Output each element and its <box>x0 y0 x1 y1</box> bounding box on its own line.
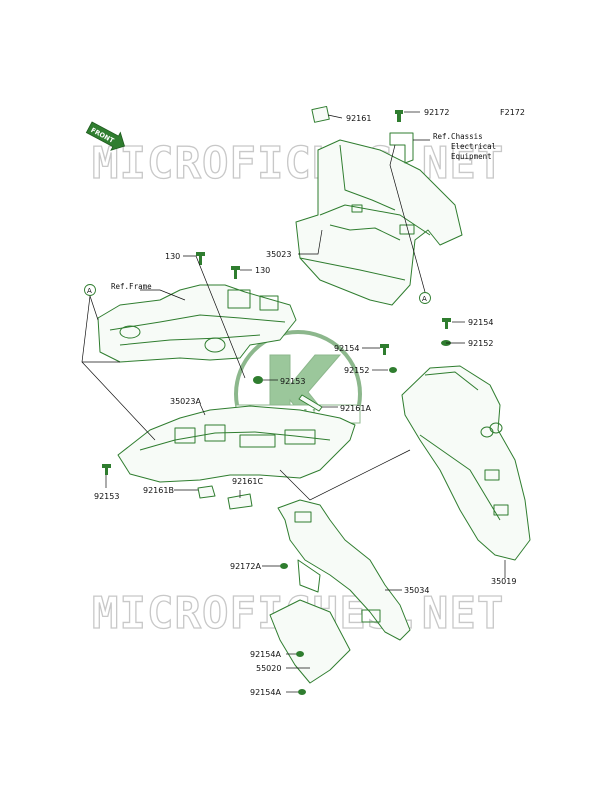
fastener-92154-mid <box>380 344 389 355</box>
label-92153-left: 92153 <box>94 492 119 501</box>
ref-chassis-label-2: Electrical <box>451 142 496 151</box>
part-35023A-tray <box>117 405 356 483</box>
part-35023-cover <box>295 139 463 306</box>
ref-chassis-label-3: Equipment <box>451 152 492 161</box>
label-92161B: 92161B <box>143 486 174 495</box>
fastener-92154-right <box>442 318 451 329</box>
label-92154A-top: 92154A <box>250 650 281 659</box>
label-92154-mid: 92154 <box>334 344 359 353</box>
fastener-130-left <box>196 252 205 265</box>
label-35023: 35023 <box>266 250 291 259</box>
ref-chassis-bracket <box>389 132 414 164</box>
figure-code: F2172 <box>500 108 525 117</box>
part-92161B-pad <box>197 485 216 499</box>
ref-marker-a-right: A <box>419 292 431 304</box>
label-92153-mid: 92153 <box>280 377 305 386</box>
fastener-130-right <box>231 266 240 279</box>
label-130-left: 130 <box>165 252 180 261</box>
label-35034: 35034 <box>404 586 429 595</box>
part-92172-screw <box>395 110 403 122</box>
part-92161A-strip <box>298 394 323 412</box>
fastener-92152-mid <box>389 367 397 373</box>
leader-lines <box>81 111 506 693</box>
label-35023A: 35023A <box>170 397 201 406</box>
part-rear-frame <box>97 284 297 363</box>
fastener-92154A-bot <box>298 689 306 695</box>
label-92172A: 92172A <box>230 562 261 571</box>
label-35019: 35019 <box>491 577 516 586</box>
part-92161C-pad <box>227 493 253 510</box>
label-92161-top: 92161 <box>346 114 371 123</box>
label-92172-top: 92172 <box>424 108 449 117</box>
ref-marker-a-left: A <box>84 284 96 296</box>
fastener-92153-mid <box>253 376 263 384</box>
label-92154A-bot: 92154A <box>250 688 281 697</box>
watermark-top: MICROFICHES.NET <box>92 138 504 189</box>
label-92161C: 92161C <box>232 477 263 486</box>
fastener-92172A <box>280 563 288 569</box>
svg-text:A: A <box>87 287 92 295</box>
fastener-92153-left <box>102 464 111 475</box>
part-92161-pad <box>311 105 330 123</box>
label-130-right: 130 <box>255 266 270 275</box>
part-35019-fender <box>401 365 531 561</box>
ref-frame-label: Ref.Frame <box>111 282 152 291</box>
label-92154-right: 92154 <box>468 318 493 327</box>
svg-text:A: A <box>422 295 427 303</box>
part-35034-bracket <box>277 499 411 641</box>
label-92152-mid: 92152 <box>344 366 369 375</box>
part-55020-flap <box>269 599 351 684</box>
label-55020: 55020 <box>256 664 281 673</box>
label-92161A: 92161A <box>340 404 371 413</box>
label-92152-right: 92152 <box>468 339 493 348</box>
fastener-92154A-top <box>296 651 304 657</box>
ref-chassis-label-1: Ref.Chassis <box>433 132 483 141</box>
